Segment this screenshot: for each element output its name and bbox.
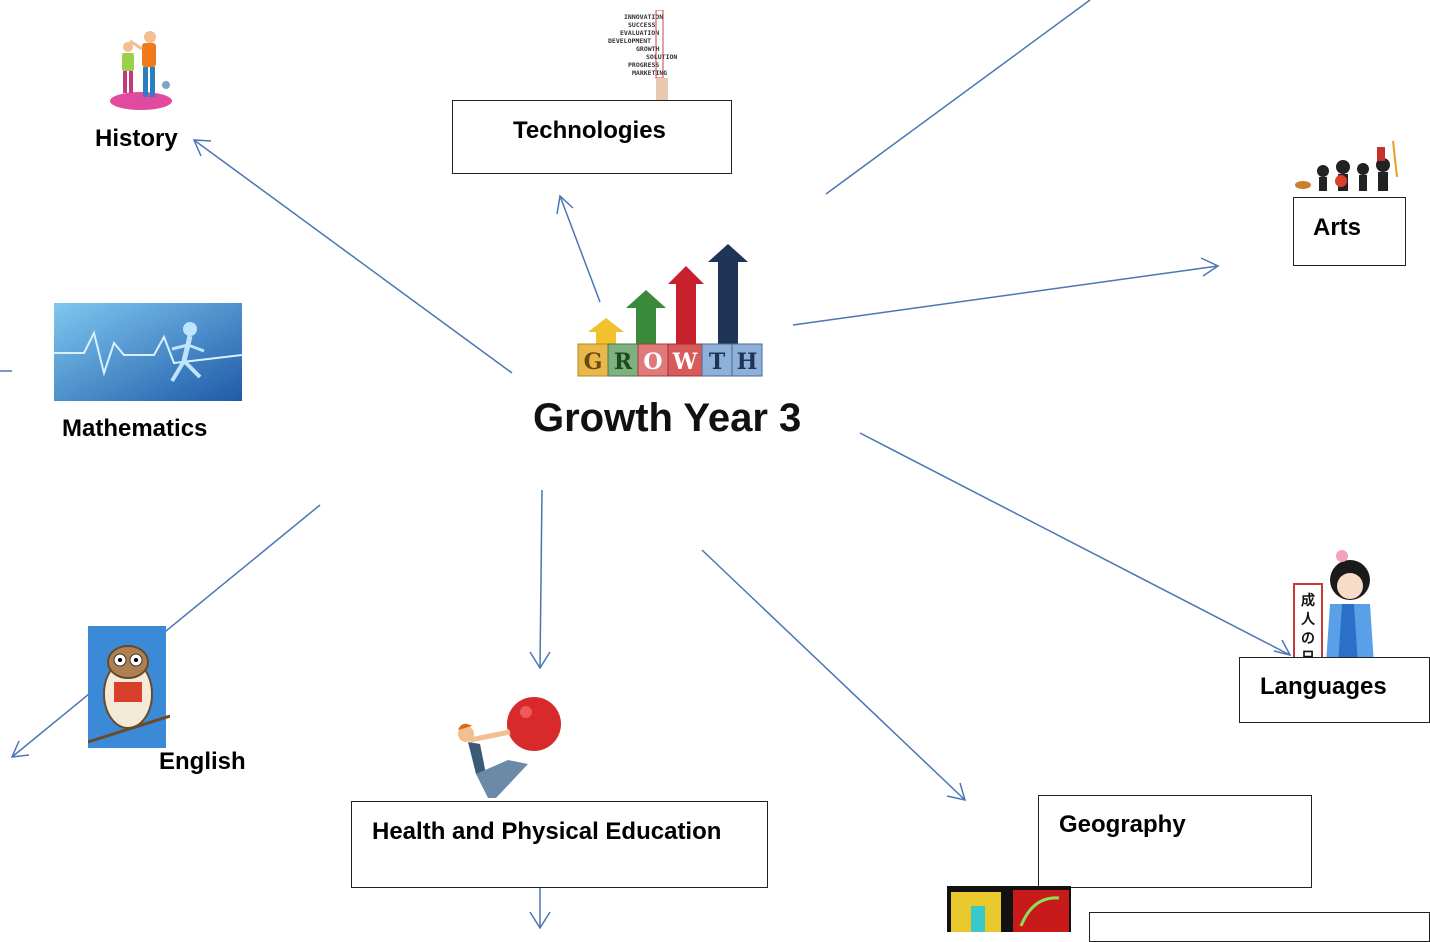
languages-clipart: 成 人 の 日 — [1292, 548, 1374, 670]
arrowhead-history — [192, 139, 212, 157]
node-arts: Arts — [1313, 214, 1362, 241]
history-clipart — [108, 25, 174, 111]
node-languages: Languages — [1260, 673, 1387, 700]
tech-word: GROWTH — [636, 45, 660, 53]
growth-block-letter: T — [709, 349, 726, 375]
tech-word: EVALUATION — [620, 29, 659, 37]
technologies-word-clipart: INNOVATION SUCCESS EVALUATION DEVELOPMEN… — [606, 10, 718, 100]
growth-arrow-red — [668, 266, 704, 344]
arrow-to-geography — [701, 549, 966, 801]
arrowhead-below-health — [529, 911, 551, 930]
growth-block-letter: H — [737, 349, 758, 375]
arrow-to-arts — [792, 265, 1219, 326]
growth-arrow-yellow — [588, 318, 624, 344]
tech-word: DEVELOPMENT — [608, 37, 651, 45]
languages-sign-char: 人 — [1301, 611, 1316, 628]
node-geography: Geography — [1059, 811, 1186, 838]
growth-clipart: G R O W T H — [574, 240, 766, 380]
node-health: Health and Physical Education — [372, 818, 722, 845]
node-mathematics[interactable]: Mathematics — [62, 415, 208, 442]
arrowhead-languages — [1273, 639, 1292, 657]
tech-word: PROGRESS — [628, 61, 659, 69]
cropped-box-bottom-right — [1089, 912, 1430, 942]
languages-sign-char: 成 — [1301, 592, 1315, 609]
arrowhead-english — [10, 740, 30, 758]
growth-block-letter: W — [672, 349, 698, 375]
growth-arrow-green — [626, 290, 666, 344]
arrow-to-languages — [859, 432, 1291, 656]
languages-sign-char: の — [1301, 631, 1315, 647]
geography-clipart — [947, 886, 1071, 932]
tech-word: MARKETING — [632, 69, 667, 77]
mathematics-clipart — [54, 303, 243, 401]
line-top-right — [825, 0, 1091, 195]
english-clipart — [87, 626, 171, 748]
arrow-to-history — [193, 139, 513, 374]
tech-word: SUCCESS — [628, 21, 655, 29]
arrow-to-health — [539, 489, 543, 669]
node-history[interactable]: History — [95, 125, 178, 152]
growth-block-letter: O — [643, 349, 662, 375]
growth-block-letter: G — [584, 349, 603, 375]
languages-box[interactable]: Languages — [1239, 657, 1430, 723]
tech-word: SOLUTION — [646, 53, 677, 61]
health-box[interactable]: Health and Physical Education — [351, 801, 768, 888]
growth-arrow-navy — [708, 244, 748, 344]
geography-box[interactable]: Geography — [1038, 795, 1312, 888]
health-clipart — [446, 694, 566, 802]
arrow-to-technologies — [559, 195, 601, 303]
arrowhead-arts — [1200, 257, 1220, 277]
growth-block-letter: R — [614, 349, 633, 375]
arrowhead-health — [529, 651, 551, 670]
node-english[interactable]: English — [159, 748, 246, 775]
arrowhead-geography — [946, 782, 967, 802]
arrowhead-technologies — [556, 194, 574, 215]
arts-clipart — [1293, 137, 1405, 195]
arts-box[interactable]: Arts — [1293, 197, 1406, 266]
technologies-box[interactable]: Technologies — [452, 100, 732, 174]
center-title[interactable]: Growth Year 3 — [533, 396, 802, 440]
node-technologies: Technologies — [513, 117, 666, 144]
tech-word: INNOVATION — [624, 13, 663, 21]
